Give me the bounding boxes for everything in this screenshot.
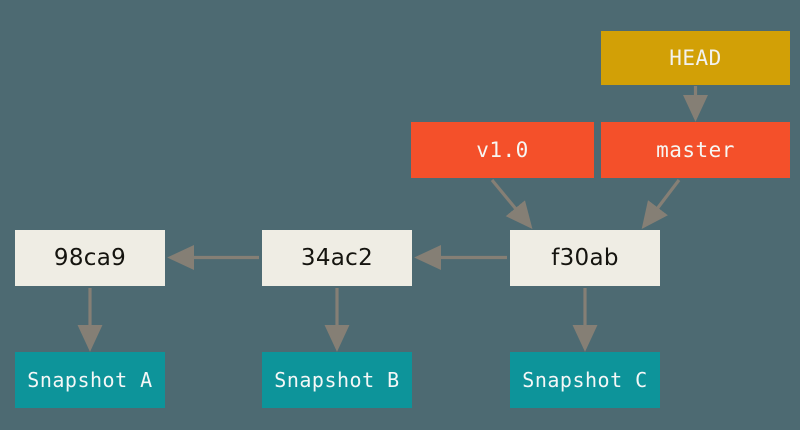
snapshot-c-label: Snapshot C: [522, 368, 648, 392]
head-pointer-label: HEAD: [669, 45, 722, 70]
snapshot-b-node[interactable]: Snapshot B: [262, 352, 412, 408]
edge-master-to-f30ab: [641, 179, 681, 230]
commit-f30ab-node[interactable]: f30ab: [510, 230, 660, 286]
tag-v1-0-node[interactable]: v1.0: [411, 122, 594, 178]
edge-v1-to-f30ab: [490, 178, 533, 229]
branch-master-node[interactable]: master: [601, 122, 790, 178]
commit-98ca9-label: 98ca9: [53, 244, 127, 271]
commit-f30ab-label: f30ab: [551, 244, 619, 271]
tag-v1-0-label: v1.0: [476, 137, 529, 162]
commit-34ac2-label: 34ac2: [300, 244, 374, 271]
snapshot-a-node[interactable]: Snapshot A: [15, 352, 165, 408]
snapshot-c-node[interactable]: Snapshot C: [510, 352, 660, 408]
snapshot-b-label: Snapshot B: [274, 368, 400, 392]
branch-master-label: master: [656, 137, 735, 162]
commit-34ac2-node[interactable]: 34ac2: [262, 230, 412, 286]
commit-98ca9-node[interactable]: 98ca9: [15, 230, 165, 286]
head-pointer-node[interactable]: HEAD: [601, 31, 790, 85]
snapshot-a-label: Snapshot A: [27, 368, 153, 392]
